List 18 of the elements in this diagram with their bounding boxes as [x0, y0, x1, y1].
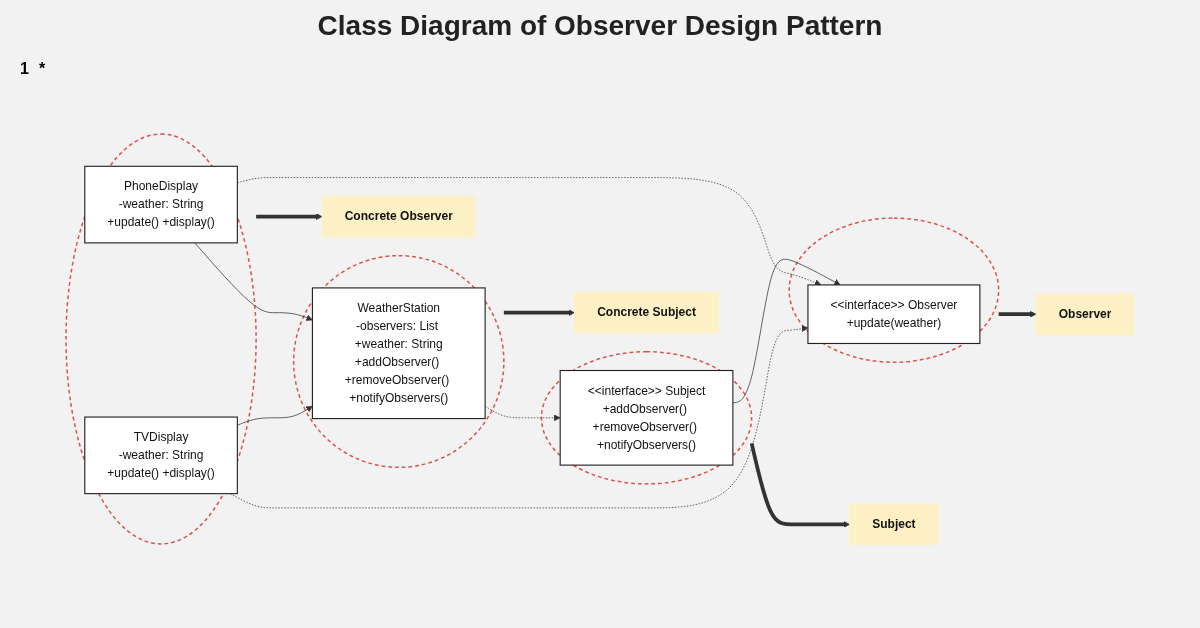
arrow	[749, 442, 850, 528]
node-box: <<interface>> Subject +addObserver() +removeObserver() +notifyObservers()	[559, 369, 734, 466]
node-box: Concrete Subject	[574, 291, 719, 333]
node-box: Subject	[849, 503, 939, 545]
arrow	[256, 212, 323, 220]
cluster	[292, 254, 505, 468]
multiplicity-label: 1	[20, 60, 29, 78]
arrow	[503, 309, 575, 316]
node-box: WeatherStation -observers: List +weather: String +addObserver() +removeObserver() +notifyObservers()	[311, 287, 486, 419]
cluster	[65, 132, 257, 545]
cluster	[788, 217, 1000, 363]
arrow	[998, 310, 1037, 318]
cluster	[540, 350, 753, 485]
node-box: Observer	[1035, 293, 1135, 335]
diagram-title: Class Diagram of Observer Design Pattern	[316, 10, 884, 42]
multiplicity-label: *	[38, 60, 46, 78]
node-box: Concrete Observer	[321, 195, 476, 237]
node-box: <<interface>> Observer +update(weather)	[807, 284, 981, 344]
